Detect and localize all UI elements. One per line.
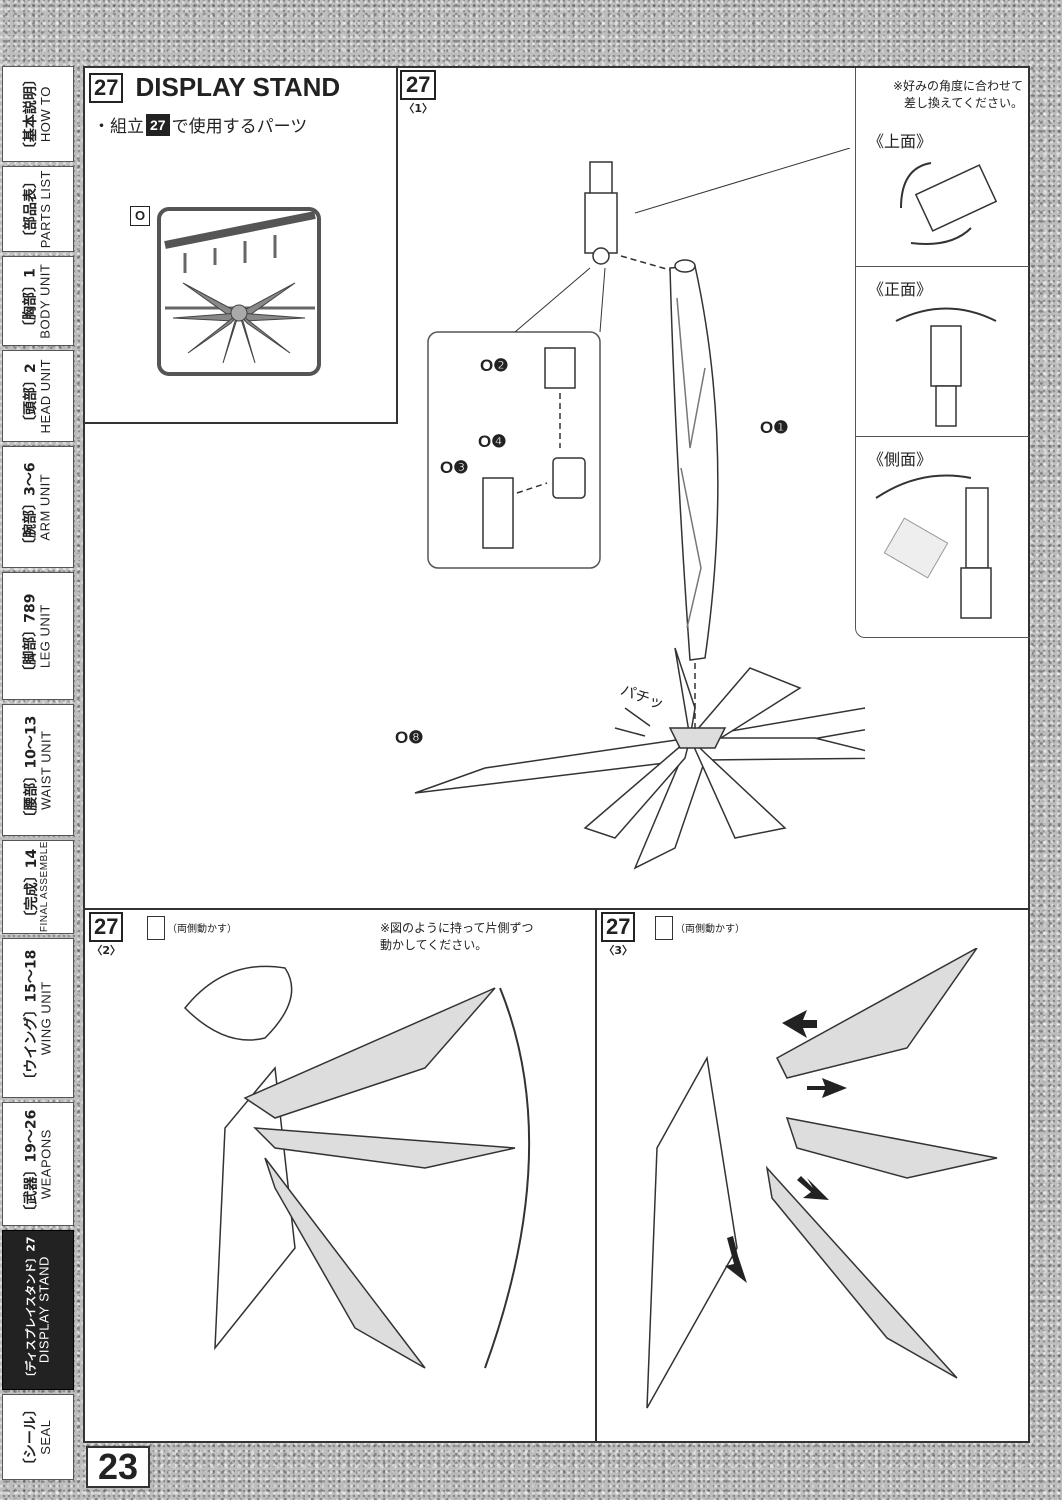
instruction-page: 27 DISPLAY STAND ・組立 27 で使用するパーツ O: [83, 66, 1030, 1443]
tab-label-jp: 〔完成〕14: [24, 849, 41, 925]
tab-label-jp: 〔ディスプレイスタンド〕27: [24, 1236, 38, 1384]
step1-sub: 〈1〉: [403, 102, 434, 115]
label-o2: O❷: [480, 356, 509, 375]
view-front-title: 《正面》: [868, 280, 933, 299]
step3-badge: 27: [601, 912, 636, 942]
step2-panel: 27 〈2〉 （両側動かす） ※図のように持って片側ずつ 動かしてください。: [85, 908, 597, 1443]
section-number: 27: [89, 72, 124, 103]
step2-note-line2: 動かしてください。: [380, 938, 488, 952]
step2-diagram: [183, 965, 531, 1369]
view-divider: [856, 436, 1029, 437]
tab-label-jp: 〔腰部〕10〜13: [22, 715, 39, 825]
tab-label-en: PARTS LIST: [37, 169, 53, 249]
label-o4: O❹: [478, 432, 507, 451]
view-top-title: 《上面》: [868, 132, 933, 151]
tab-label-jp: 〔頭部〕2: [22, 363, 39, 429]
tab-label-jp: 〔武器〕19〜26: [22, 1109, 39, 1219]
angle-views-panel: ※好みの角度に合わせて 差し換えてください。 《上面》 《正面》 《側面》: [855, 68, 1030, 638]
step1-badge: 27: [400, 70, 437, 100]
tab-label-jp: 〔胸部〕1: [22, 268, 39, 334]
step3-header: 27 〈3〉: [601, 912, 636, 958]
tab-label-jp: 〔基本説明〕: [22, 71, 39, 156]
move-icon: [655, 916, 673, 940]
move-icon: [147, 916, 165, 940]
stand-base: [414, 647, 865, 870]
tab-label-en: WAIST UNIT: [37, 730, 53, 810]
step3-diagram: [646, 948, 998, 1409]
runner-illustration: [157, 207, 321, 376]
parts-note: ・組立 27 で使用するパーツ: [93, 112, 307, 137]
tab-label-en: WEAPONS: [37, 1129, 53, 1199]
parts-note-suffix: で使用するパーツ: [171, 117, 308, 137]
tab-label-en: BODY UNIT: [37, 263, 53, 339]
label-o1: O❶: [760, 418, 789, 437]
step3-panel: 27 〈3〉 （両側動かす）: [597, 908, 1030, 1443]
runner-label: O: [130, 206, 150, 226]
tab-label-en: HOW TO: [37, 86, 53, 142]
subassembly-box: [427, 331, 601, 569]
tab-label-jp: 〔腕部〕3〜6: [22, 462, 39, 552]
view-divider: [856, 266, 1029, 267]
step1-header: 27 〈1〉: [400, 70, 437, 116]
tab-label-jp: 〔脚部〕789: [22, 593, 39, 679]
step2-hint: （両側動かす）: [167, 924, 237, 935]
side-note-line1: ※好みの角度に合わせて: [892, 79, 1023, 93]
stand-pillar: [669, 259, 719, 661]
tab-label-en: SEAL: [37, 1419, 53, 1455]
step2-header: 27 〈2〉: [89, 912, 124, 958]
tab-label-en: LEG UNIT: [37, 604, 53, 668]
view-side-diagram: [875, 474, 992, 619]
step2-note: ※図のように持って片側ずつ 動かしてください。: [380, 920, 533, 954]
section-divider: [85, 908, 1030, 910]
tab-label-en: WING UNIT: [37, 981, 53, 1055]
step2-note-line1: ※図のように持って片側ずつ: [380, 921, 534, 935]
tab-label-en: HEAD UNIT: [37, 358, 53, 434]
tab-label-en: DISPLAY STAND: [35, 1256, 51, 1364]
tab-label-en: FINAL ASSEMBLE: [39, 841, 51, 933]
page-number: 23: [86, 1446, 150, 1488]
tab-label-jp: 〔部品表〕: [22, 173, 39, 244]
parts-panel: 27 DISPLAY STAND ・組立 27 で使用するパーツ O: [85, 68, 398, 424]
section-title: DISPLAY STAND: [135, 72, 341, 102]
tab-label-jp: 〔ウイング〕15〜18: [22, 949, 39, 1087]
label-o3: O❸: [440, 458, 469, 477]
label-o8: O❽: [395, 728, 424, 747]
parts-note-step: 27: [146, 113, 170, 136]
view-front-diagram: [895, 307, 997, 427]
step2-sub: 〈2〉: [91, 944, 122, 957]
view-top-diagram: [900, 162, 998, 245]
joint-part: [584, 161, 618, 265]
parts-note-prefix: ・組立: [93, 117, 144, 137]
tab-how-to[interactable]: 〔基本説明〕HOW TO: [2, 66, 74, 162]
step3-hint: （両側動かす）: [675, 924, 745, 935]
tab-parts-list[interactable]: 〔部品表〕PARTS LIST: [2, 166, 74, 252]
side-note: ※好みの角度に合わせて 差し換えてください。: [868, 78, 1023, 112]
step1-diagram: [414, 148, 865, 870]
view-side-title: 《側面》: [868, 450, 933, 469]
step3-sub: 〈3〉: [603, 944, 634, 957]
tab-seal[interactable]: 〔シール〕SEAL: [2, 1394, 74, 1480]
side-note-line2: 差し換えてください。: [903, 96, 1023, 110]
tab-label-en: ARM UNIT: [37, 473, 53, 541]
step2-badge: 27: [89, 912, 124, 942]
tab-label-jp: 〔シール〕: [22, 1401, 39, 1472]
